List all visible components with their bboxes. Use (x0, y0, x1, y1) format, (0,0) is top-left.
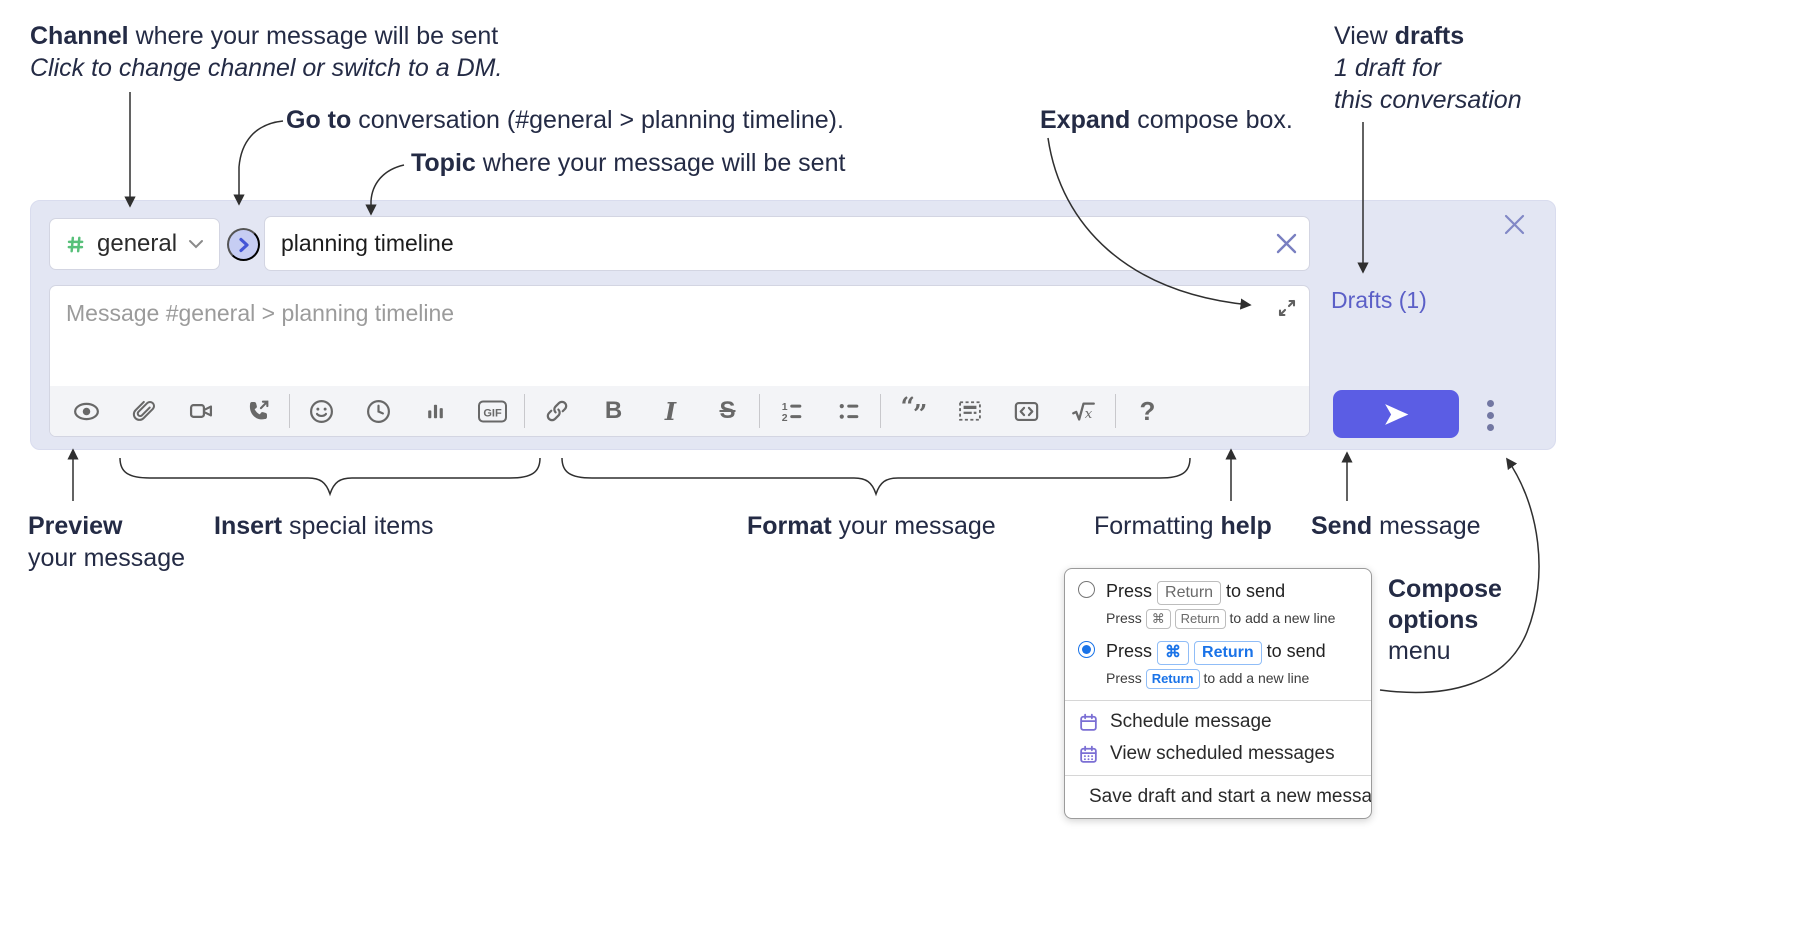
kbd-return: Return (1194, 641, 1262, 665)
svg-text:“: “ (900, 396, 914, 421)
topic-input[interactable] (264, 216, 1310, 271)
svg-text:”: ” (913, 399, 927, 426)
close-compose-button[interactable] (1502, 212, 1527, 237)
kbd-return: Return (1174, 609, 1226, 629)
chevron-down-icon (189, 240, 204, 249)
note-format: Format your message (747, 512, 996, 540)
gif-icon[interactable]: GIF (464, 390, 521, 432)
chevron-right-icon (238, 237, 249, 252)
message-input[interactable] (50, 286, 1309, 386)
compose-box: general (30, 200, 1556, 450)
note-expand: Expand compose box. (1040, 106, 1293, 134)
option-main: Press Return to send (1106, 581, 1285, 605)
clear-topic-button[interactable] (1273, 230, 1300, 257)
expand-icon (1278, 299, 1296, 317)
voice-call-icon[interactable] (229, 390, 286, 432)
toolbar-divider (759, 394, 760, 428)
option-main: Press ⌘ Return to send (1106, 641, 1326, 665)
note-drafts: View drafts 1 draft for this conversatio… (1334, 22, 1522, 114)
quote-icon[interactable]: “” (884, 390, 941, 432)
compose-options-menu: Press Return to send Press ⌘ Return to a… (1064, 568, 1372, 819)
note-formatting-help: Formatting help (1094, 512, 1272, 540)
menu-item-schedule-message[interactable]: Schedule message (1065, 706, 1371, 738)
radio-selected[interactable] (1078, 641, 1095, 658)
drafts-link[interactable]: Drafts (1) (1331, 287, 1427, 313)
option-return-to-send[interactable]: Press Return to send Press ⌘ Return to a… (1078, 578, 1358, 629)
time-icon[interactable] (350, 390, 407, 432)
preview-eye-icon[interactable] (58, 390, 115, 432)
note-channel: Channel where your message will be sent … (30, 22, 503, 82)
dot (1486, 411, 1494, 419)
goto-arrow (233, 120, 284, 206)
menu-divider (1065, 775, 1371, 776)
video-call-icon[interactable] (172, 390, 229, 432)
compose-options-button[interactable] (1472, 393, 1508, 437)
bulleted-list-icon[interactable] (820, 390, 877, 432)
kbd-return: Return (1157, 581, 1222, 605)
poll-icon[interactable] (407, 390, 464, 432)
menu-item-save-draft[interactable]: Save draft and start a new message (1065, 781, 1371, 813)
send-button[interactable] (1333, 390, 1459, 438)
option-sub: Press Return to add a new line (1106, 667, 1326, 689)
svg-text:x: x (1085, 407, 1093, 422)
bold-icon[interactable]: B (585, 390, 642, 432)
channel-name: general (97, 230, 178, 257)
calendar-dots-icon (1080, 745, 1097, 763)
kbd-cmd: ⌘ (1145, 609, 1171, 629)
option-cmd-return-to-send[interactable]: Press ⌘ Return to send Press Return to a… (1078, 638, 1358, 689)
send-shortcut-options: Press Return to send Press ⌘ Return to a… (1065, 569, 1371, 700)
help-icon[interactable]: ? (1119, 390, 1176, 432)
dot (1486, 399, 1494, 407)
note-compose-options: Compose options menu (1388, 575, 1502, 665)
draft-section: Save draft and start a new message (1065, 776, 1371, 818)
toolbar-divider (524, 394, 525, 428)
note-preview: Preview your message (28, 512, 186, 572)
toolbar-divider (289, 394, 290, 428)
option-sub: Press ⌘ Return to add a new line (1106, 607, 1335, 629)
toolbar-divider (1115, 394, 1116, 428)
insert-brace (119, 457, 541, 497)
kbd-return: Return (1145, 669, 1200, 689)
send-icon (1384, 403, 1408, 425)
hash-icon (67, 236, 84, 252)
dot (1486, 423, 1494, 431)
strikethrough-icon[interactable]: S (699, 390, 756, 432)
kbd-cmd: ⌘ (1157, 641, 1190, 665)
svg-text:2: 2 (781, 412, 787, 424)
format-brace (561, 457, 1191, 497)
go-to-conversation-button[interactable] (227, 228, 260, 261)
math-icon[interactable]: x (1055, 390, 1112, 432)
code-icon[interactable] (998, 390, 1055, 432)
radio-unselected[interactable] (1078, 581, 1095, 598)
close-icon (1504, 214, 1525, 235)
expand-compose-button[interactable] (1275, 296, 1299, 320)
emoji-icon[interactable] (293, 390, 350, 432)
toolbar-divider (880, 394, 881, 428)
menu-item-view-scheduled-messages[interactable]: View scheduled messages (1065, 738, 1371, 770)
message-box: GIF B I S 12 “” (49, 285, 1310, 437)
channel-selector[interactable]: general (49, 218, 221, 270)
svg-text:GIF: GIF (483, 407, 502, 419)
spoiler-icon[interactable] (941, 390, 998, 432)
svg-text:1: 1 (781, 401, 787, 413)
note-send: Send message (1311, 512, 1481, 540)
note-topic: Topic where your message will be sent (411, 149, 846, 177)
link-icon[interactable] (528, 390, 585, 432)
topic-field-wrapper (264, 216, 1310, 271)
note-goto: Go to conversation (#general > planning … (286, 106, 844, 134)
schedule-section: Schedule message View scheduled messages (1065, 701, 1371, 775)
close-icon (1276, 233, 1297, 254)
calendar-icon (1080, 713, 1097, 731)
italic-icon[interactable]: I (642, 390, 699, 432)
attach-file-icon[interactable] (115, 390, 172, 432)
note-insert: Insert special items (214, 512, 434, 540)
menu-divider (1065, 700, 1371, 701)
